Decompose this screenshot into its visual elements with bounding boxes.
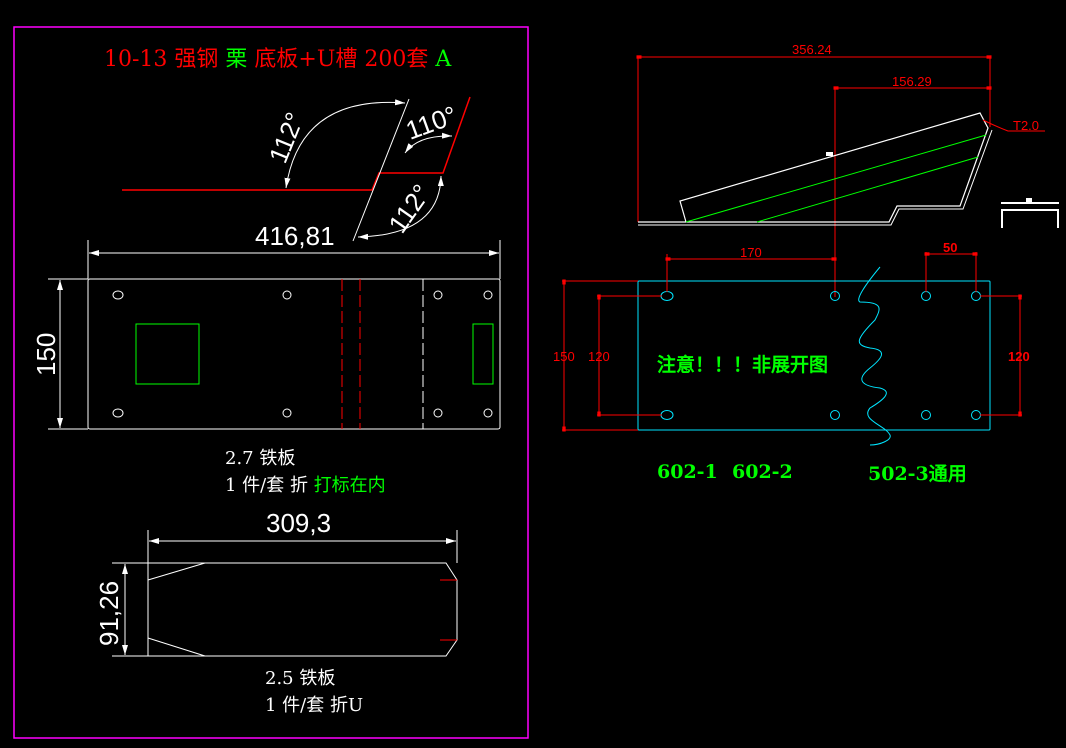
top-view: 170 50 150 120 120 注意！！！非展开图 xyxy=(553,240,1030,446)
drawing-title: 10-13 强钢 栗 底板+U槽 200套 A xyxy=(104,47,452,72)
title-part: A xyxy=(434,47,452,72)
dim-width: 309,3 xyxy=(266,508,331,538)
dim-height: 150 xyxy=(553,349,575,364)
bend-profile: 112° 110° 112° xyxy=(122,96,471,242)
u-channel-icon xyxy=(1001,198,1059,228)
side-view: 356.24 156.29 T2.0 xyxy=(636,42,1059,297)
dim-height: 91,26 xyxy=(94,581,124,646)
title-part: 10-13 强钢 xyxy=(104,47,225,72)
model-label: 602-1 xyxy=(657,461,718,483)
dim-hole-y: 120 xyxy=(588,349,610,364)
warning-text: 注意！！！非展开图 xyxy=(657,353,828,376)
dim-height: 150 xyxy=(31,333,61,376)
material-note: 2.7 铁板 xyxy=(225,448,295,469)
plate1: 416,81 150 2.7 铁板 1 件/套 折 打标在内 xyxy=(31,221,501,496)
dim-hole-x: 170 xyxy=(740,245,762,260)
material-note: 2.5 铁板 xyxy=(265,668,335,689)
dim-total: 356.24 xyxy=(792,42,832,57)
dim-hole-pitch: 50 xyxy=(943,240,957,255)
angle-label: 112° xyxy=(263,108,310,167)
angle-label: 112° xyxy=(382,179,436,239)
break-line xyxy=(858,266,891,446)
sheet-frame xyxy=(13,26,529,739)
dim-hole-y: 120 xyxy=(1008,349,1030,364)
plate2: 309,3 91,26 2.5 铁板 1 件/套 折U xyxy=(94,508,458,716)
model-label: 502-3通用 xyxy=(868,463,967,485)
title-part: 底板+U槽 200套 xyxy=(247,47,435,72)
dim-thickness: T2.0 xyxy=(1013,118,1039,133)
quantity-note: 1 件/套 折 打标在内 xyxy=(225,475,386,496)
angle-label: 110° xyxy=(402,100,461,146)
dim-partial: 156.29 xyxy=(892,74,932,89)
model-label: 602-2 xyxy=(732,461,793,483)
title-part: 栗 xyxy=(225,47,247,72)
quantity-note: 1 件/套 折U xyxy=(265,695,363,716)
dim-width: 416,81 xyxy=(255,221,335,251)
